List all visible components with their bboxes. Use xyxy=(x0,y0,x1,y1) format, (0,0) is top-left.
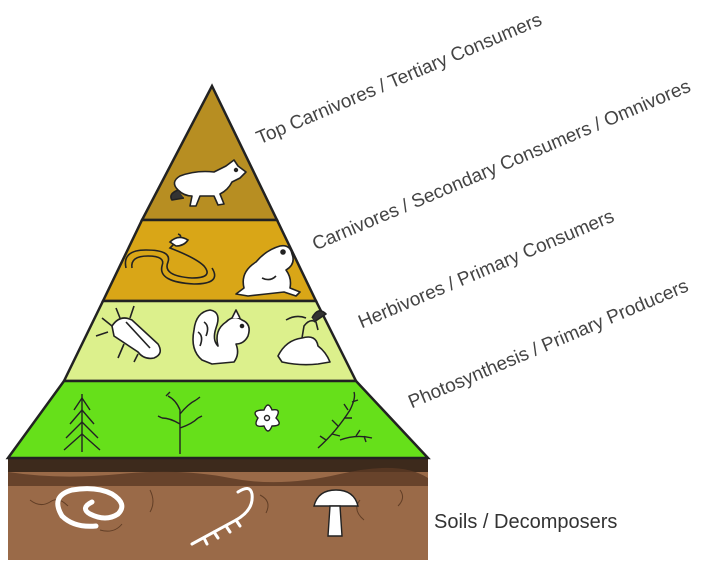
tier-top-carnivores xyxy=(139,83,279,222)
pine-tree-icon xyxy=(63,394,101,452)
beetle-icon xyxy=(95,305,162,363)
worm-icon xyxy=(55,486,125,529)
fox-icon xyxy=(170,159,247,207)
bird-icon xyxy=(277,310,331,366)
tier-primary-producers xyxy=(5,379,431,460)
fern-icon xyxy=(317,391,373,449)
sapling-icon xyxy=(157,391,203,454)
label-soils-decomposers: Soils / Decomposers xyxy=(434,511,618,533)
mushroom-icon xyxy=(313,489,359,537)
flower-icon xyxy=(254,404,280,432)
frog-icon xyxy=(235,244,301,297)
squirrel-icon xyxy=(192,309,250,365)
soil-layer xyxy=(8,458,428,560)
soil-topsoil xyxy=(8,458,428,472)
snake-icon xyxy=(124,233,216,285)
centipede-icon xyxy=(190,487,254,546)
